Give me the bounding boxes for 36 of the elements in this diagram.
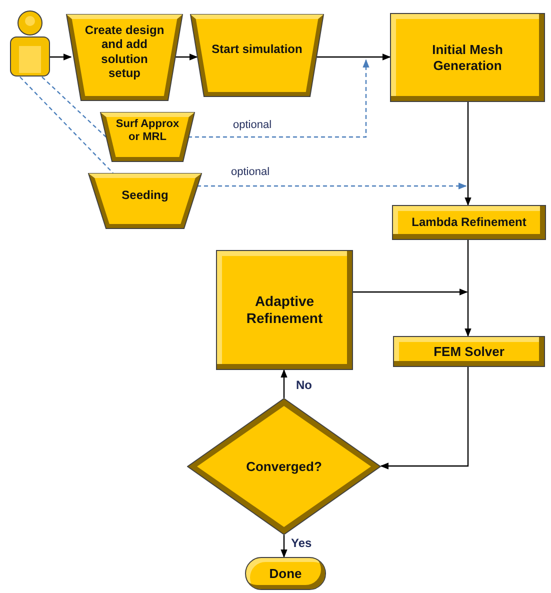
process-box [393,336,545,367]
edge-label: optional [230,167,271,178]
dashed-arrow [188,59,370,138]
arrow [380,367,469,470]
dashed-arrow [197,182,467,190]
process-box [390,13,545,102]
box-label: Initial Mesh Generation [431,42,504,74]
arrow [353,288,468,296]
trapezoid-box [100,112,195,162]
edge-label: optional [232,120,273,131]
box-label: Start simulation [212,42,302,57]
box-label: FEM Solver [434,344,504,360]
box-label: Done [269,566,302,582]
person-figure [10,10,50,77]
trapezoid-box [66,14,183,101]
arrow [175,54,198,60]
box-label: Adaptive Refinement [245,293,324,327]
terminator-box [245,557,326,590]
arrow [464,102,472,206]
trapezoid-box [190,14,324,97]
edge-label: No [295,379,313,391]
process-box [392,205,546,240]
decision-diamond [187,398,381,535]
box-label: Seeding [122,188,168,202]
arrow [317,54,391,60]
arrow [50,54,72,60]
arrow [280,369,288,398]
edge-label: Yes [290,537,313,549]
arrow [464,240,472,337]
process-box [216,250,353,370]
box-label: Converged? [246,458,322,474]
trapezoid-box [88,173,202,229]
box-label: Create design and add solution setup [84,22,165,80]
box-label: Lambda Refinement [412,215,526,230]
box-label: Surf Approx or MRL [115,118,180,144]
arrow [280,535,288,558]
